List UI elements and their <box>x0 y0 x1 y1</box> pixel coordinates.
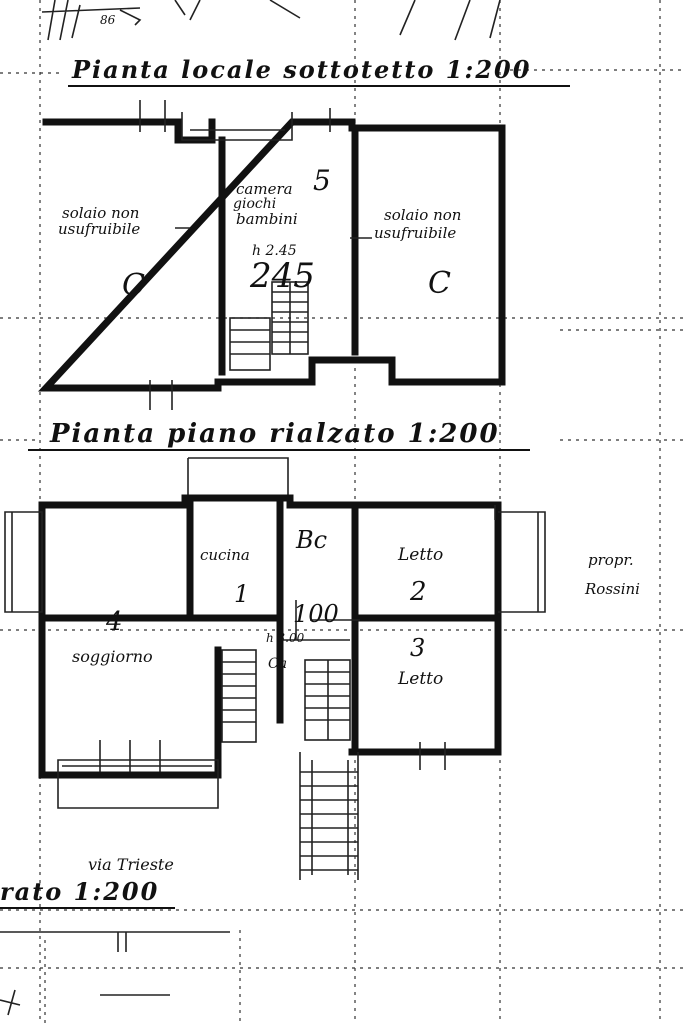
living-label: soggiorno <box>72 647 153 666</box>
attic-plan-title: Pianta locale sottotetto 1:200 <box>71 55 531 84</box>
attic-stair <box>229 281 309 371</box>
attic-center-room-line2: giochi <box>233 196 276 212</box>
top-scribble-number: 86 <box>100 13 116 27</box>
neighbor-line1: propr. <box>588 551 634 569</box>
attic-center-room-number: 5 <box>313 164 331 197</box>
stair-label: Ca <box>268 656 287 672</box>
bedroom1-number: 2 <box>409 577 427 607</box>
bottom-fragment-lines <box>0 930 241 1024</box>
top-scribble <box>41 0 501 41</box>
attic-right-room-code: C <box>428 266 451 301</box>
attic-center-room-height-small: h 2.45 <box>252 243 297 259</box>
street-label: via Trieste <box>88 855 174 874</box>
neighbor-line2: Rossini <box>584 580 640 598</box>
ground-plan-title: Pianta piano rialzato 1:200 <box>49 419 500 449</box>
ground-exterior-stair <box>299 752 359 880</box>
attic-plan <box>37 100 506 410</box>
bedroom2-label: Letto <box>397 669 443 689</box>
kitchen-label: cucina <box>200 546 250 564</box>
attic-right-room-line1: solaio non <box>384 206 461 224</box>
attic-center-room-line3: bambini <box>236 210 298 228</box>
bottom-plan-title: rato 1:200 <box>0 877 159 906</box>
bedroom2-number: 3 <box>410 634 425 662</box>
corridor-width: 100 <box>293 600 339 628</box>
ceiling-height: h 3.00 <box>266 631 305 645</box>
attic-center-room-height-large: 245 <box>249 256 315 296</box>
living-number: 4 <box>105 607 123 637</box>
bedroom1-label: Letto <box>397 545 443 565</box>
ground-plan <box>4 457 546 880</box>
attic-left-room-code: C <box>122 268 145 303</box>
kitchen-number: 1 <box>234 580 249 608</box>
attic-center-room-line1: camera <box>236 180 293 198</box>
attic-left-room-line1: solaio non <box>62 204 139 222</box>
ground-interior-stair <box>221 649 351 743</box>
attic-left-room-line2: usufruibile <box>58 220 140 238</box>
bath-label: Bc <box>295 526 327 554</box>
attic-right-room-line2: usufruibile <box>374 224 456 242</box>
